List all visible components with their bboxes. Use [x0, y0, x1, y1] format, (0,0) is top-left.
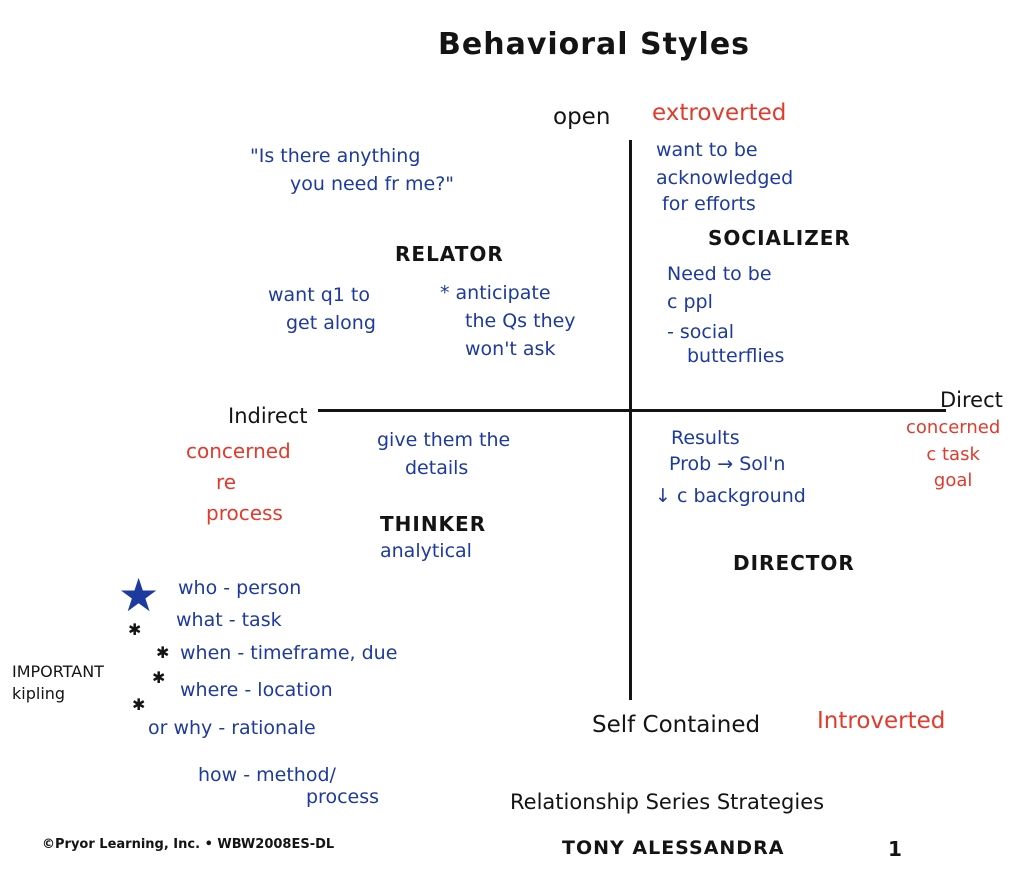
kipling-label: IMPORTANT kipling — [12, 662, 104, 704]
asterisk-icon: ✱ — [128, 620, 142, 639]
note-line: concerned — [906, 417, 1001, 438]
thinker-notes: give them the details — [377, 429, 511, 480]
note-line: the Qs they — [465, 309, 576, 332]
kipling-item-who: who - person — [178, 577, 302, 599]
note-line: details — [405, 456, 469, 479]
diagram-title: Behavioral Styles — [438, 27, 751, 62]
note-line: for efforts — [662, 192, 756, 215]
axis-direct-label: Direct — [940, 388, 1003, 412]
vertical-axis — [629, 140, 632, 700]
author-name: TONY ALESSANDRA — [562, 837, 785, 859]
socializer-notes-bottom: Need to be c ppl - social butterflies — [667, 263, 785, 367]
relator-quote: "Is there anything you need fr me?" — [250, 145, 455, 196]
asterisk-icon: ✱ — [132, 695, 146, 714]
note-line: you need fr me?" — [290, 172, 455, 195]
note-line: process — [206, 501, 283, 525]
note-line: acknowledged — [656, 166, 794, 189]
note-line: c ppl — [667, 290, 713, 313]
asterisk-icon: ✱ — [156, 643, 170, 662]
thinker-subtitle: analytical — [380, 540, 472, 562]
note-line: give them the — [377, 429, 511, 451]
kipling-item-why: or why - rationale — [148, 717, 316, 739]
note-line: - social — [667, 320, 735, 343]
label-line: kipling — [12, 684, 66, 704]
asterisk-icon: ✱ — [152, 668, 166, 687]
note-line: concerned — [186, 439, 291, 463]
note-line: butterflies — [687, 344, 785, 367]
star-icon: ★ — [118, 568, 160, 622]
socializer-label: SOCIALIZER — [708, 226, 851, 250]
relator-label: RELATOR — [395, 242, 504, 266]
series-title: Relationship Series Strategies — [510, 790, 825, 814]
note-line: re — [216, 470, 237, 494]
indirect-note: concerned re process — [186, 440, 291, 525]
note-line: "Is there anything — [250, 145, 421, 167]
copyright-text: ©Pryor Learning, Inc. • WBW2008ES-DL — [42, 837, 335, 852]
page-number: 1 — [888, 837, 902, 861]
director-label: DIRECTOR — [733, 551, 855, 575]
note-line: want q1 to — [268, 284, 370, 306]
kipling-item-what: what - task — [176, 609, 282, 631]
note-line: Results — [671, 427, 740, 449]
kipling-item-how: how - method/ — [198, 764, 336, 786]
kipling-item-where: where - location — [180, 679, 333, 701]
note-line: Need to be — [667, 263, 772, 285]
note-line: goal — [933, 470, 973, 492]
socializer-notes-top: want to be acknowledged for efforts — [656, 139, 794, 216]
relator-notes-right: * anticipate the Qs they won't ask — [440, 282, 576, 361]
note-line: * anticipate — [440, 282, 551, 304]
director-notes: Results Prob → Sol'n ↓ c background — [655, 427, 806, 508]
note-line: want to be — [656, 139, 758, 161]
note-line: won't ask — [465, 337, 556, 360]
label-line: IMPORTANT — [12, 662, 104, 681]
kipling-item-how-cont: process — [306, 786, 380, 808]
note-line: get along — [286, 311, 376, 334]
thinker-label: THINKER — [380, 512, 487, 536]
axis-indirect-label: Indirect — [228, 404, 308, 428]
axis-open-label: open — [553, 104, 611, 130]
axis-extroverted-note: extroverted — [652, 100, 787, 126]
note-line: c task — [926, 443, 980, 465]
horizontal-axis — [318, 409, 946, 412]
direct-note: concerned c task goal — [906, 417, 1001, 492]
relator-notes-left: want q1 to get along — [268, 284, 376, 335]
note-line: Prob → Sol'n — [669, 452, 786, 475]
note-line: ↓ c background — [655, 484, 806, 507]
kipling-item-when: when - timeframe, due — [180, 642, 398, 664]
axis-self-contained-label: Self Contained — [592, 712, 761, 738]
axis-introverted-note: Introverted — [817, 708, 946, 734]
